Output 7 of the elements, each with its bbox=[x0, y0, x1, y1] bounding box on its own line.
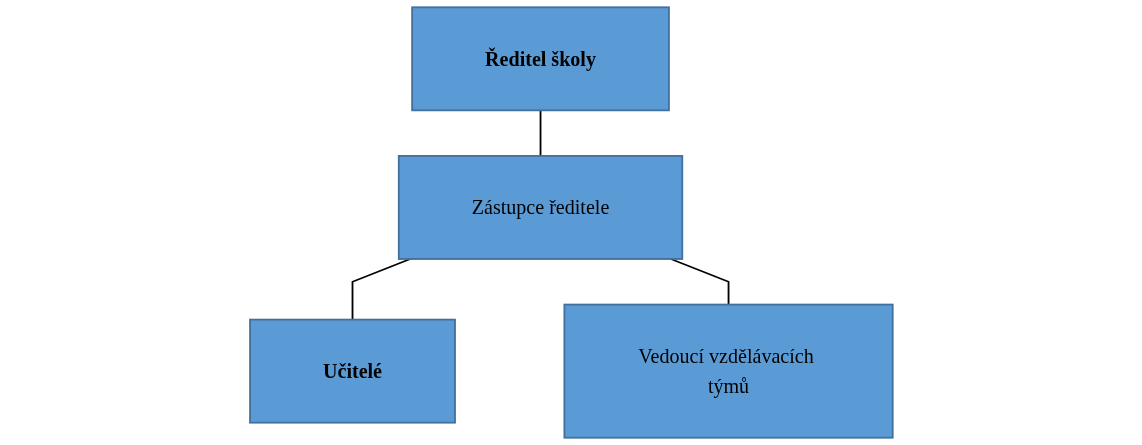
connector bbox=[669, 258, 730, 306]
node-box: Zástupce ředitele bbox=[397, 155, 683, 260]
node-box: Učitelé bbox=[248, 318, 456, 424]
node-box: Ředitel školy bbox=[410, 6, 670, 112]
connector bbox=[351, 258, 411, 321]
connector bbox=[539, 109, 542, 157]
node-box: Vedoucí vzdělávacích týmů bbox=[563, 303, 894, 439]
